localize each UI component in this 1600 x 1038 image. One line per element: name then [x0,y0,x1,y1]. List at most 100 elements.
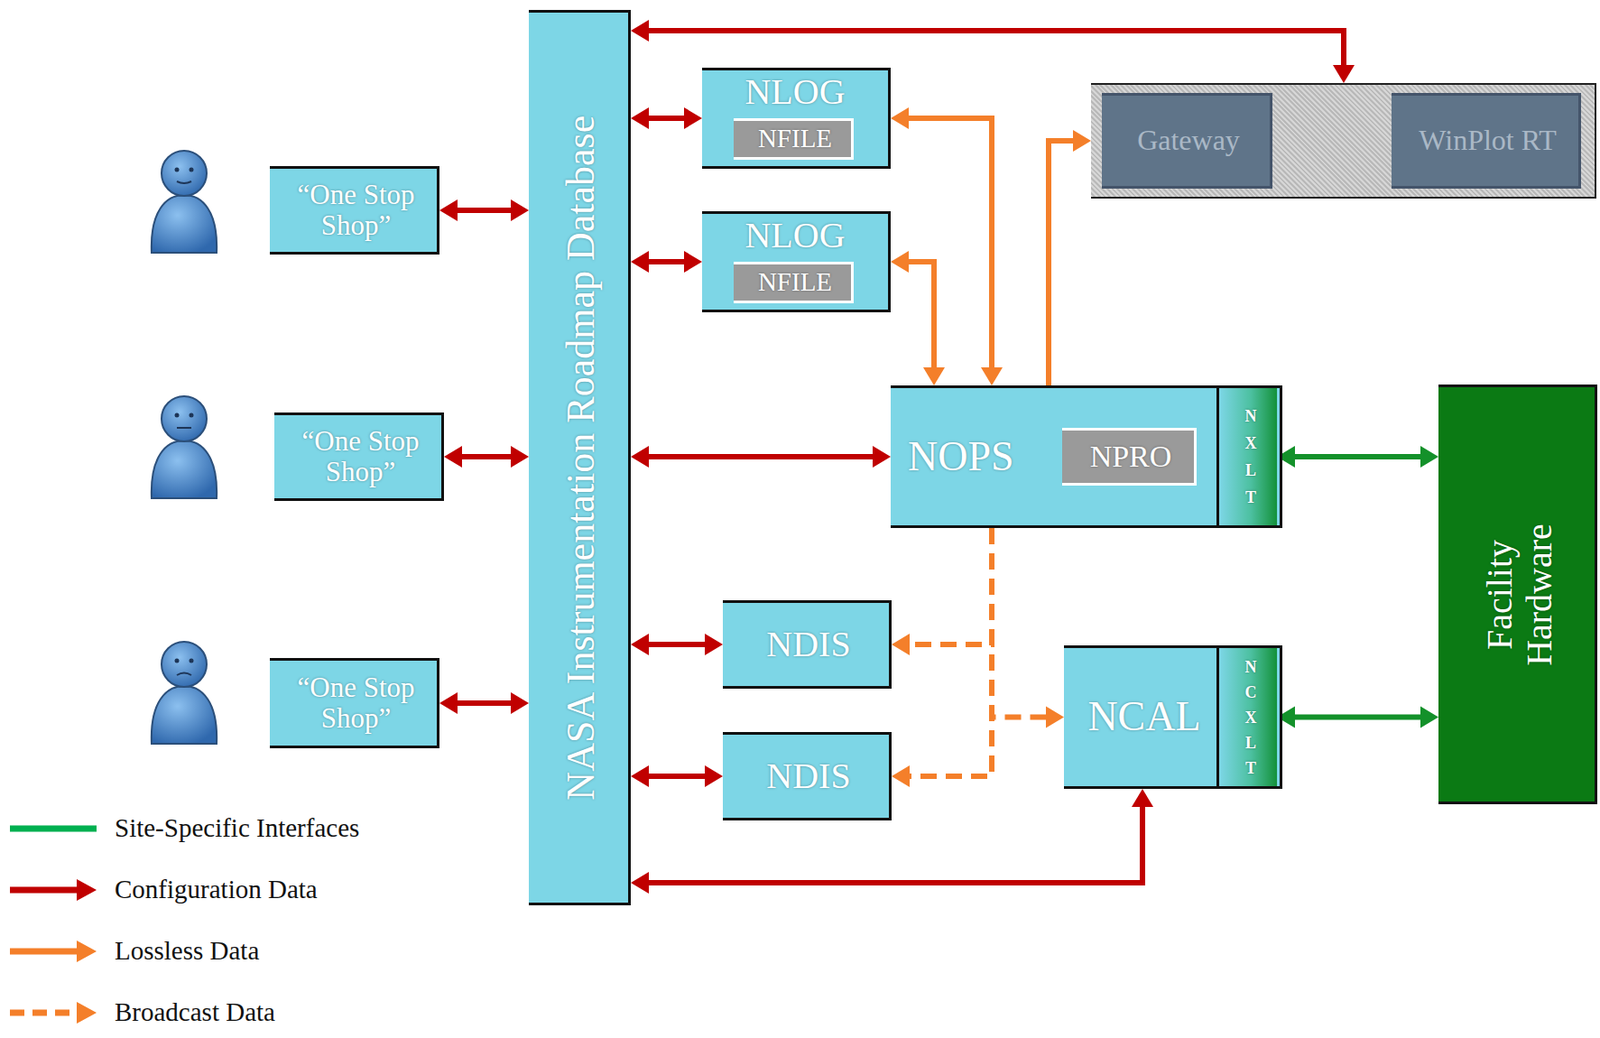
connector [443,445,529,468]
connector-line [1293,714,1423,721]
one-stop-shop-box: “One Stop Shop” [269,166,440,255]
arrow-head [443,445,463,468]
app-box: WinPlot RT [1391,92,1582,189]
connector-line [647,115,686,121]
connector [1048,129,1092,386]
node-label: N C X L T [1242,654,1259,781]
arrow-head [630,765,649,787]
legend-text: Lossless Data [114,936,259,966]
legend-text: Configuration Data [114,875,318,905]
connector-line [455,700,513,706]
connector-line [647,453,875,460]
connector [630,445,891,468]
arrow-head [1332,64,1355,84]
connector-line [460,453,513,460]
legend-entry: Site-Specific Interfaces [114,812,360,845]
connector-line [647,30,1344,67]
legend-entry: Configuration Data [114,873,318,907]
database-bar: NASA Instrumentation Roadmap Database [528,9,631,906]
legend-text: Broadcast Data [114,998,276,1027]
arrow-head [439,692,458,714]
node-label: Gateway [1137,124,1240,157]
arrow-head [684,107,703,130]
node-label: NDIS [766,624,851,665]
connector-line [647,258,686,265]
node-label: NASA Instrumentation Roadmap Database [559,24,603,891]
pro-box: NPRO [1062,427,1197,486]
legend-line [9,825,97,833]
arrow-head [76,940,97,962]
legend-line [9,1009,80,1017]
arrow-head [630,250,649,273]
legend-line [9,887,80,894]
connector [630,633,723,656]
legend-line [9,948,80,955]
person-icon [151,150,217,253]
node-label: NCAL [1087,693,1201,740]
arrow-head [923,367,945,386]
connector [439,692,529,714]
arrow-head [891,633,910,656]
legend-sample [9,878,97,901]
node-label: NDIS [766,756,851,796]
cal-box: NCAL N C X L T [1063,645,1283,789]
connector [1276,445,1439,468]
node-label: “One Stop Shop” [279,425,442,488]
node-label: “One Stop Shop” [275,672,437,734]
arrow-head [630,871,649,894]
arrow-head [439,199,458,222]
connector-line [647,804,1143,883]
node-label: NLOG [744,72,845,112]
connector [890,107,1003,386]
arrow-head [630,107,649,130]
display-group: Gateway WinPlot RT [1091,83,1597,199]
arrow-head [1072,129,1092,152]
connector-line [1048,140,1075,386]
connector-line [647,773,707,779]
arrow-head [630,445,649,468]
connector [630,765,723,787]
node-label: NOPS [907,434,1015,481]
connector [991,527,1064,729]
arrow-head [872,445,891,468]
node-label: Facility Hardware [1479,508,1560,681]
connector-line [455,207,513,213]
node-label: NLOG [744,215,845,256]
hardware-box: Facility Hardware [1438,384,1598,805]
connector-line [906,261,935,370]
node-label: “One Stop Shop” [275,179,437,241]
translator-strip: N X L T [1216,388,1277,526]
arrow-head [1420,706,1439,729]
connector-line [647,641,707,648]
arrow-head [510,199,529,222]
connector [439,199,529,222]
legend-sample [9,1001,97,1024]
app-box: Gateway [1101,92,1273,189]
arrow-head [76,1001,97,1024]
arrow-head [1420,445,1439,468]
ops-box: NOPS NPRO N X L T [890,385,1283,528]
display-box: NDIS [722,600,892,689]
one-stop-shop-box: “One Stop Shop” [274,412,444,501]
arrow-head [630,633,649,656]
person-icon [151,396,217,499]
arrow-head [1131,788,1154,807]
legend-sample [9,940,97,962]
arrow-head [630,19,649,42]
arrow-head [890,250,909,273]
legend-sample [9,828,97,830]
arrow-head [1045,706,1064,729]
arrow-head [704,633,723,656]
node-label: NPRO [1090,439,1173,473]
connector [630,107,703,130]
arrow-head [510,692,529,714]
connector [891,527,992,787]
connector [890,250,945,386]
arrow-head [510,445,529,468]
legend-text: Site-Specific Interfaces [114,813,360,843]
arrow-head [891,765,910,787]
legend-entry: Broadcast Data [114,996,276,1029]
connector [891,527,992,656]
file-box: NFILE [733,118,854,160]
